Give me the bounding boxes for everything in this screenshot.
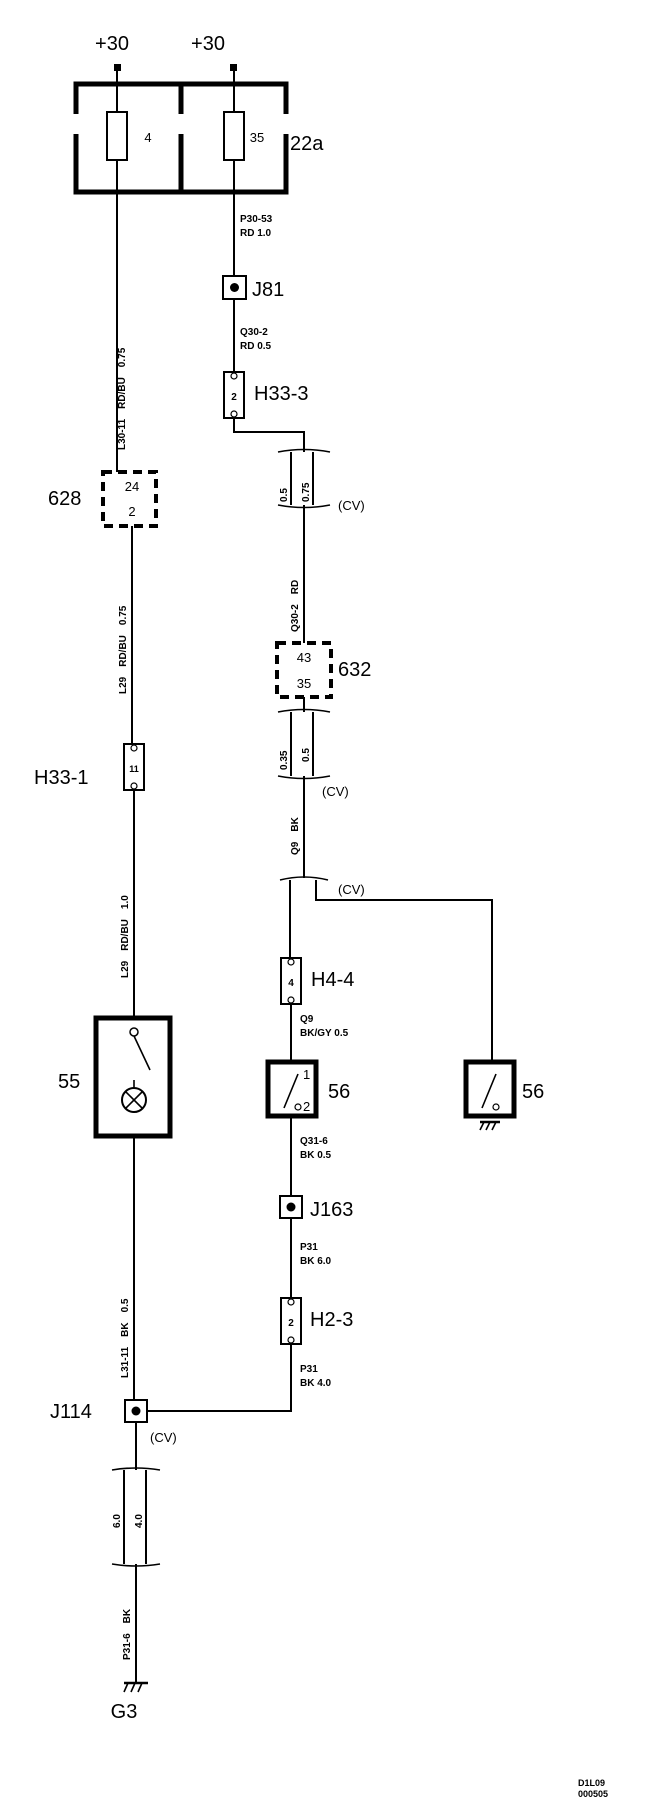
splice-cv4-top bbox=[111, 1467, 161, 1471]
wire-q31-6-spec: BK 0.5 bbox=[300, 1150, 332, 1161]
connector-h33-1-pin: 11 bbox=[129, 764, 139, 774]
component-55-label: 55 bbox=[58, 1071, 80, 1093]
junction-j163-label: J163 bbox=[310, 1199, 353, 1221]
connector-628-label: 628 bbox=[48, 488, 81, 510]
wire-l31-11-label: L31-11BK0.5 bbox=[120, 1298, 131, 1378]
connector-h4-4-pin: 4 bbox=[288, 978, 294, 989]
connector-632-label: 632 bbox=[338, 659, 371, 681]
wire-q31-6-code: Q31-6 bbox=[300, 1136, 328, 1147]
supply-right-terminal bbox=[230, 64, 237, 71]
wire-p31-6-label: P31-6BK bbox=[122, 1608, 133, 1660]
wire-p31-upper-spec: BK 6.0 bbox=[300, 1256, 332, 1267]
splice-cv2-size-a: 0.35 bbox=[279, 750, 290, 770]
splice-cv3-label: (CV) bbox=[338, 882, 365, 897]
component-56-left-label: 56 bbox=[328, 1081, 350, 1103]
splice-cv2-label: (CV) bbox=[322, 784, 349, 799]
component-56-right-label: 56 bbox=[522, 1081, 544, 1103]
component-56-left bbox=[265, 1059, 319, 1119]
component-56-right bbox=[463, 1059, 517, 1119]
wire-q9-vertical-label: Q9BK bbox=[290, 816, 301, 855]
wire-q9-lower-code: Q9 bbox=[300, 1014, 314, 1025]
wire-p31-lower bbox=[147, 1344, 292, 1412]
splice-cv3-bracket bbox=[279, 876, 329, 881]
wire-p31-upper-code: P31 bbox=[300, 1242, 318, 1253]
connector-628-pin-2: 2 bbox=[128, 504, 135, 519]
junction-j114-label: J114 bbox=[50, 1401, 92, 1423]
connector-h33-3-pin: 2 bbox=[231, 392, 237, 403]
wire-p31-lower-code: P31 bbox=[300, 1364, 318, 1375]
wire-p30-53-spec: RD 1.0 bbox=[240, 228, 272, 239]
supply-left-terminal bbox=[114, 64, 121, 71]
wire-l29-upper-label: L29RD/BU0.75 bbox=[118, 605, 129, 694]
connector-632-pin-43: 43 bbox=[297, 650, 311, 665]
fuse-4-label: 4 bbox=[144, 130, 151, 145]
ground-g3-label: G3 bbox=[111, 1701, 138, 1723]
connector-h33-3-label: H33-3 bbox=[254, 383, 308, 405]
connector-h33-1-label: H33-1 bbox=[34, 767, 88, 789]
splice-cv1-label: (CV) bbox=[338, 498, 365, 513]
ground-icon bbox=[479, 1120, 500, 1131]
supply-left-label: +30 bbox=[95, 33, 129, 55]
connector-632-pin-35: 35 bbox=[297, 676, 311, 691]
component-55 bbox=[93, 1015, 173, 1139]
splice-cv2-top bbox=[277, 708, 331, 713]
connector-628-pin-24: 24 bbox=[125, 479, 139, 494]
component-56-left-pin-2: 2 bbox=[303, 1099, 310, 1114]
lamp-icon bbox=[121, 1087, 147, 1113]
wire-q30-2-vertical-label: Q30-2RD bbox=[290, 580, 301, 632]
splice-cv1-size-b: 0.75 bbox=[301, 482, 312, 502]
splice-cv1-top bbox=[277, 448, 331, 453]
fuse-4 bbox=[106, 111, 128, 161]
wire-q30-2-upper-spec: RD 0.5 bbox=[240, 341, 272, 352]
connector-h2-3-label: H2-3 bbox=[310, 1309, 353, 1331]
splice-cv2-size-b: 0.5 bbox=[301, 748, 312, 762]
supply-right-label: +30 bbox=[191, 33, 225, 55]
connector-628 bbox=[101, 470, 158, 528]
wire-h33-3-to-cv1 bbox=[233, 418, 305, 452]
wire-l30-11-label: L30-11RD/BU0.75 bbox=[117, 347, 128, 450]
splice-cv1-size-a: 0.5 bbox=[279, 488, 290, 502]
splice-cv4-size-a: 6.0 bbox=[112, 1514, 123, 1528]
wire-cv3-to-56-right bbox=[315, 880, 493, 1062]
wire-q30-2-upper-code: Q30-2 bbox=[240, 327, 268, 338]
doc-ref-line-2: 000505 bbox=[578, 1789, 608, 1799]
doc-ref-line-1: D1L09 bbox=[578, 1778, 605, 1788]
fuse-35-label: 35 bbox=[250, 130, 264, 145]
junction-j81-label: J81 bbox=[252, 279, 284, 301]
fuse-35 bbox=[223, 111, 245, 161]
wire-p30-53-code: P30-53 bbox=[240, 214, 273, 225]
ground-icon bbox=[123, 1681, 148, 1693]
connector-h4-4-label: H4-4 bbox=[311, 969, 354, 991]
wire-l29-lower-label: L29RD/BU1.0 bbox=[120, 895, 131, 978]
connector-h2-3-pin: 2 bbox=[288, 1318, 294, 1329]
splice-cv4-label: (CV) bbox=[150, 1430, 177, 1445]
splice-cv4-size-b: 4.0 bbox=[134, 1514, 145, 1528]
fuse-box-label: 22a bbox=[290, 133, 324, 155]
component-56-left-pin-1: 1 bbox=[303, 1067, 310, 1082]
wire-q9-lower-spec: BK/GY 0.5 bbox=[300, 1028, 349, 1039]
wire-p31-lower-spec: BK 4.0 bbox=[300, 1378, 332, 1389]
